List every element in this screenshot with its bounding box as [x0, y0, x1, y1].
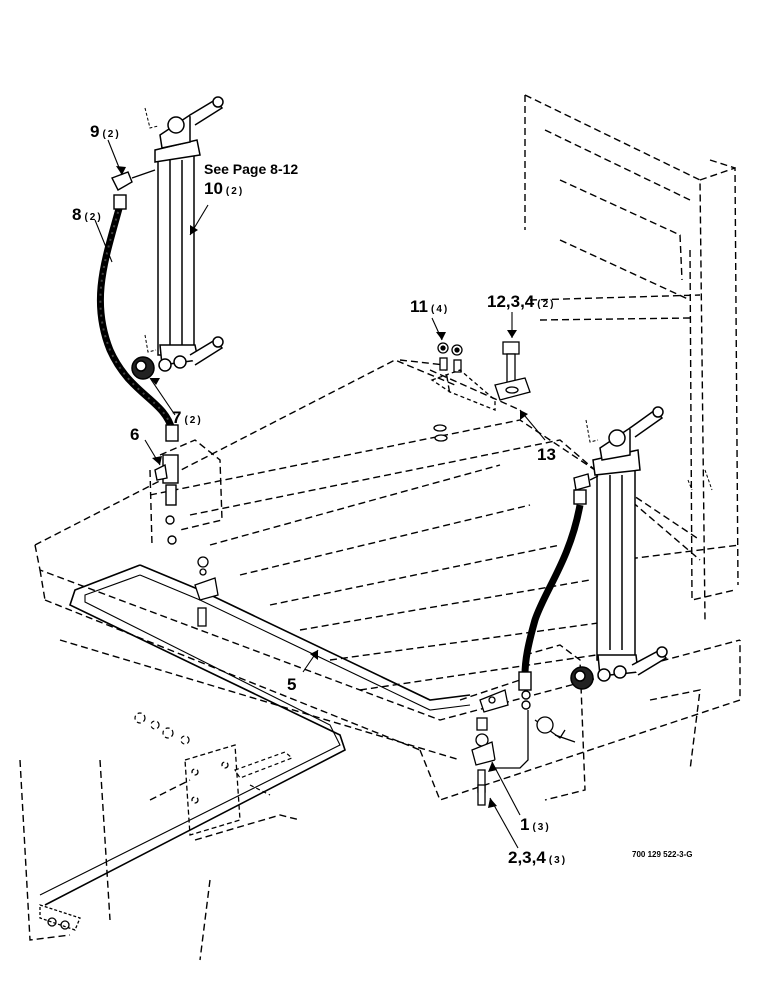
- cylinder-pin-marks-right: [585, 419, 713, 491]
- callout-1: 1(3): [520, 815, 551, 834]
- fitting-knob-right: [570, 666, 594, 690]
- machine-frame: [19, 94, 741, 961]
- callout-8: 8(2): [72, 205, 103, 224]
- callout-12-3-4: 12,3,4(2): [487, 292, 556, 311]
- callout-10: 10(2): [204, 179, 244, 198]
- hardware-stack-lower-left: [134, 712, 294, 796]
- left-hydraulic-cylinder: [154, 96, 224, 372]
- callout-13: 13: [537, 445, 556, 464]
- callout-9: 9(2): [90, 122, 121, 141]
- tee-fitting: [154, 454, 179, 545]
- hydraulic-line: [39, 564, 471, 906]
- callout-5: 5: [287, 675, 296, 694]
- hose-left: [96, 204, 176, 432]
- see-page-note: See Page 8-12: [204, 161, 298, 177]
- callout-6: 6: [130, 425, 139, 444]
- cylinder-pin-marks-left: [144, 107, 159, 353]
- hose-end-fittings-right: [518, 473, 599, 710]
- mounting-plate: [184, 744, 241, 836]
- callout-2-3-4: 2,3,4(3): [508, 848, 567, 867]
- hose-end-fittings-left: [111, 169, 179, 442]
- fitting-knob-left: [131, 356, 155, 380]
- drawing-reference-number: 700 129 522-3-G: [632, 850, 693, 859]
- bolt-12: [494, 341, 531, 401]
- hose-ends-lower: [39, 904, 81, 931]
- clamp-hardware-right: [471, 689, 576, 806]
- hose-right: [521, 504, 584, 676]
- callout-7: 7(2): [172, 408, 203, 427]
- bolt-stack-11: [430, 342, 496, 442]
- right-hydraulic-cylinder: [592, 406, 668, 682]
- callout-11: 11(4): [410, 297, 449, 316]
- clamp-hardware-left: [194, 556, 219, 627]
- leader-arrowheads: [116, 166, 528, 808]
